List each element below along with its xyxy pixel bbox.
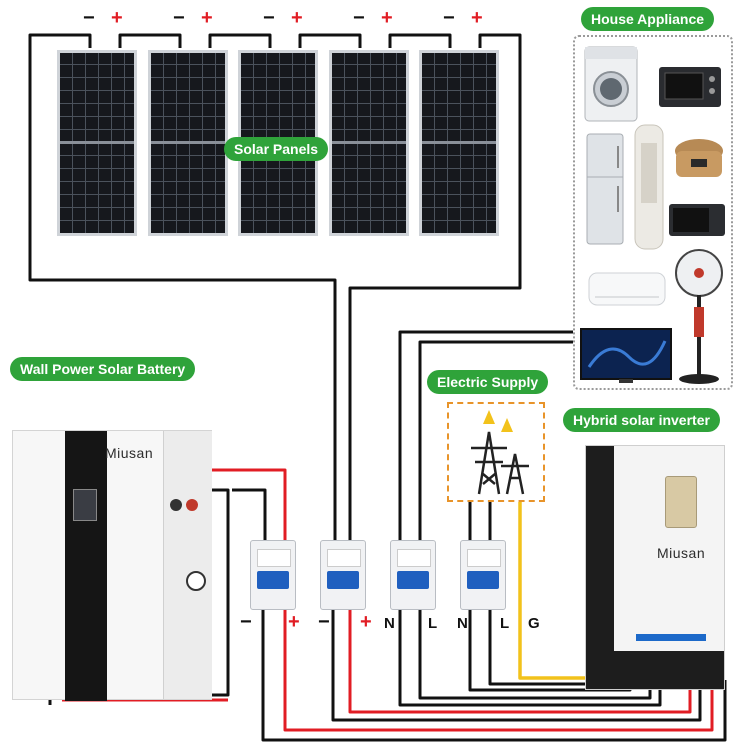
- transmission-tower-icon: [471, 410, 529, 495]
- series-wire-3: [298, 33, 362, 48]
- inverter-brand: Miusan: [657, 545, 706, 561]
- panel-breaker-pos-out: [348, 610, 692, 714]
- panel-4-plus: +: [381, 7, 393, 29]
- panel-3-plus: +: [291, 7, 303, 29]
- series-wire-1: [118, 33, 182, 48]
- inverter-label: Hybrid solar inverter: [563, 408, 720, 432]
- load-l-wire: [418, 340, 573, 540]
- washing-machine-icon: [584, 46, 638, 122]
- inverter-display: [665, 476, 697, 528]
- oven-icon: [659, 67, 721, 107]
- electric-supply-label: Electric Supply: [427, 370, 549, 394]
- electric-supply-box: [447, 402, 545, 502]
- panel-negative-lead: [28, 33, 337, 540]
- battery-breaker-plus: +: [288, 611, 300, 633]
- grid-breaker-l: L: [500, 615, 510, 632]
- load-n-out: [398, 610, 662, 707]
- solar-panels-label: Solar Panels: [224, 137, 329, 161]
- load-breaker-l: L: [428, 615, 438, 632]
- house-appliance-label: House Appliance: [581, 7, 715, 31]
- battery-brand: Miusan: [105, 445, 154, 461]
- panel-1-plus: +: [111, 7, 123, 29]
- solar-panel-2: [148, 50, 228, 236]
- panel-3-minus: −: [263, 7, 275, 29]
- battery-black-lead-2: [232, 488, 267, 540]
- panel-2-plus: +: [201, 7, 213, 29]
- series-wire-4: [388, 33, 452, 48]
- battery-breaker: [250, 540, 296, 610]
- load-breaker: [390, 540, 436, 610]
- panel-breaker: [320, 540, 366, 610]
- house-appliance-group: [573, 35, 733, 390]
- battery-breaker-pos-out: [283, 610, 714, 732]
- panel-5-plus: +: [471, 7, 483, 29]
- battery-red-lead: [205, 468, 287, 540]
- grid-breaker: [460, 540, 506, 610]
- panel-breaker-plus: +: [360, 611, 372, 633]
- panel-breaker-neg-out: [331, 610, 702, 722]
- battery-switch: [186, 571, 206, 591]
- standing-fan-icon: [675, 249, 723, 384]
- battery-display: [73, 489, 97, 521]
- rice-cooker-icon: [675, 139, 723, 177]
- solar-panel-1: [57, 50, 137, 236]
- battery-side-panel: [163, 431, 212, 699]
- panel-2-minus: −: [173, 7, 185, 29]
- load-breaker-n: N: [384, 615, 395, 632]
- panel-1-minus: −: [83, 7, 95, 29]
- panel-positive-lead: [348, 33, 522, 540]
- inverter-base: [614, 651, 724, 689]
- battery-breaker-neg-out: [261, 610, 727, 742]
- panel-4-minus: −: [353, 7, 365, 29]
- grid-breaker-n: N: [457, 615, 468, 632]
- panel-breaker-minus: −: [318, 611, 330, 633]
- battery-port-positive: [186, 499, 198, 511]
- inverter-side-panel: [586, 446, 614, 689]
- tower-fan-icon: [634, 124, 664, 250]
- grid-breaker-g: G: [528, 615, 540, 632]
- series-wire-2: [208, 33, 272, 48]
- inverter-indicator-bar: [636, 634, 706, 641]
- wall-solar-battery: [12, 430, 212, 701]
- television-icon: [580, 328, 672, 383]
- hybrid-solar-inverter: [585, 445, 725, 690]
- solar-panel-5: [419, 50, 499, 236]
- panel-5-minus: −: [443, 7, 455, 29]
- microwave-icon: [669, 204, 725, 236]
- air-conditioner-icon: [588, 272, 666, 306]
- fridge-icon: [586, 133, 624, 245]
- battery-front-stripe: [65, 431, 107, 701]
- load-n-wire: [398, 330, 573, 540]
- battery-port-negative: [170, 499, 182, 511]
- solar-panel-4: [329, 50, 409, 236]
- battery-label: Wall Power Solar Battery: [10, 357, 196, 381]
- battery-breaker-minus: −: [240, 611, 252, 633]
